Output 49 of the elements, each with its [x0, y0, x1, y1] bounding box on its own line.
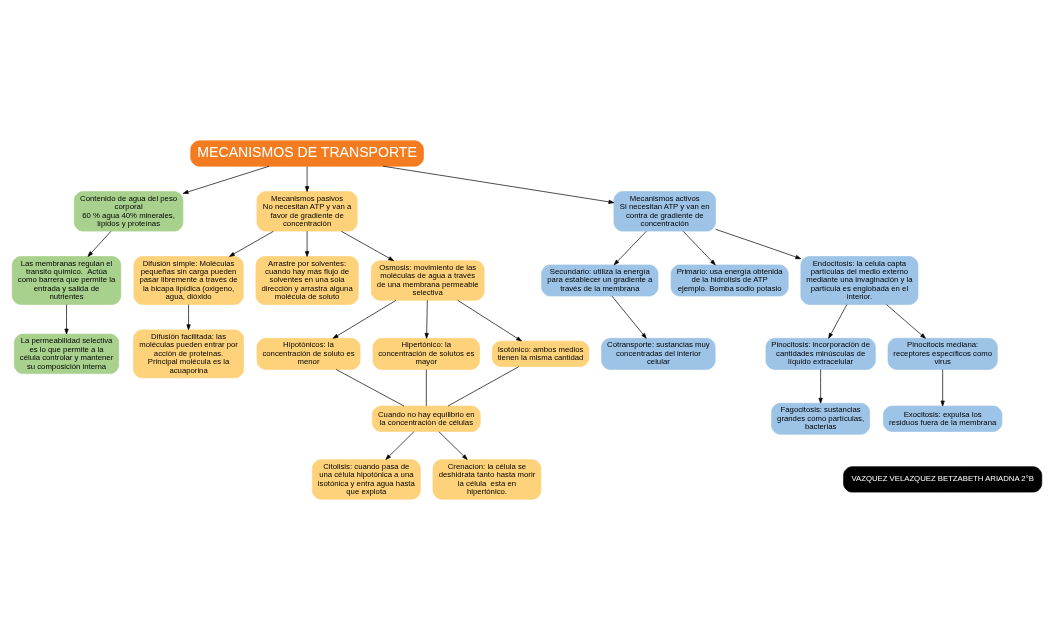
node-box: La permeabilidad selectiva es lo que permite a la célula controlar y mantener su composición interna [13, 333, 120, 374]
node-box: Mecanismos activos Si necesitan ATP y van en contra de gradiente de concentración [613, 191, 716, 232]
arrow [64, 304, 69, 335]
arrow [385, 431, 415, 460]
node-box: MECANISMOS DE TRANSPORTE [190, 140, 424, 167]
node-box: Citolisis: cuando pasa de una célula hipotónica a una isotónica y entra agua hasta que explota [312, 459, 421, 500]
arrow [182, 165, 270, 194]
arrow [305, 230, 310, 257]
arrow [682, 230, 716, 266]
arrow [340, 230, 394, 261]
node-box: Endocitosis: la celula capta partículas del medio externo mediante una invaginación y la partícula es englobada en el interior. [800, 256, 919, 305]
arrow [611, 295, 647, 339]
connector [447, 366, 520, 407]
arrow [715, 228, 802, 260]
arrow [332, 299, 397, 339]
arrow [186, 304, 191, 330]
node-box: Pinocitosis: incorporación de cantidades minúsculas de líquido extracelular [765, 338, 876, 370]
connector [335, 369, 405, 407]
arrow [613, 230, 647, 266]
node-box: Hipotónicos: la concentración de soluto es menor [256, 338, 361, 370]
node-box: Mecanismos pasivos No necesitan ATP y van a favor de gradiente de concentración [256, 191, 358, 232]
arrow [457, 299, 522, 342]
arrow [87, 230, 112, 257]
node-box: Difusión simple: Moléculas pequeñas sin carga pueden pasar libremente a través de la bicapa lipídica (oxigeno, agua, dióxido [133, 256, 244, 305]
arrow [382, 165, 615, 204]
arrow [305, 166, 310, 192]
node-box: Primario: usa energía obtenida de la hidrolisis de ATP ejemplo. Bomba sodio potasio [670, 264, 789, 297]
arrow [424, 299, 429, 339]
node-box: Las membranas regulan el transito químico. Actúa como barrera que permite la entrada y salida de nutrientes [11, 256, 122, 305]
node-box: VAZQUEZ VELAZQUEZ BETZABETH ARIADNA 2°B [843, 466, 1043, 493]
arrow [940, 369, 945, 407]
arrow [229, 230, 274, 257]
arrow [828, 304, 848, 339]
node-box: Secundario: utiliza la energía para establecer un gradiente a través de la membrana [541, 264, 659, 297]
node-box: Hipertónico: la concentración de solutos es mayor [372, 338, 480, 370]
node-box: Pinocitocis mediana: receptores específicos como virus [887, 338, 998, 370]
node-box: Exocitosis: expulsa los residuos fuera de la membrana [883, 405, 1003, 432]
node-box: Arrastre por solventes: cuando hay más flujo de solventes en una sola dirección y arrastra alguna molécula de soluto [255, 256, 359, 305]
node-box: Osmosis: movimiento de las moléculas de agua a través de una membrana permeable selectiva [370, 260, 485, 301]
node-box: Crenacion: la célula se deshidrata tanto hasta morir la célula esta en hipertónico. [432, 459, 542, 500]
node-box: Isotónico: ambos medios tienen la misma cantidad [491, 340, 590, 367]
node-box: Cotransporte: sustancias muy concentradas del interior celular [601, 338, 716, 370]
arrow [438, 431, 468, 460]
arrow [818, 369, 823, 404]
node-box: Fagocitosis: sustancias grandes como partículas, bacterias [771, 402, 870, 435]
node-box: Contenido de agua del peso corporal 60 % agua 40% minerales, lípidos y proteínas [73, 191, 184, 232]
node-box: Cuando no hay equilibrio en la concentración de células [372, 405, 481, 432]
arrow [886, 304, 926, 339]
node-box: Difusión facilitada: las moléculas pueden entrar por acción de proteinas. Principal molécula es la acuaporina [133, 329, 244, 379]
